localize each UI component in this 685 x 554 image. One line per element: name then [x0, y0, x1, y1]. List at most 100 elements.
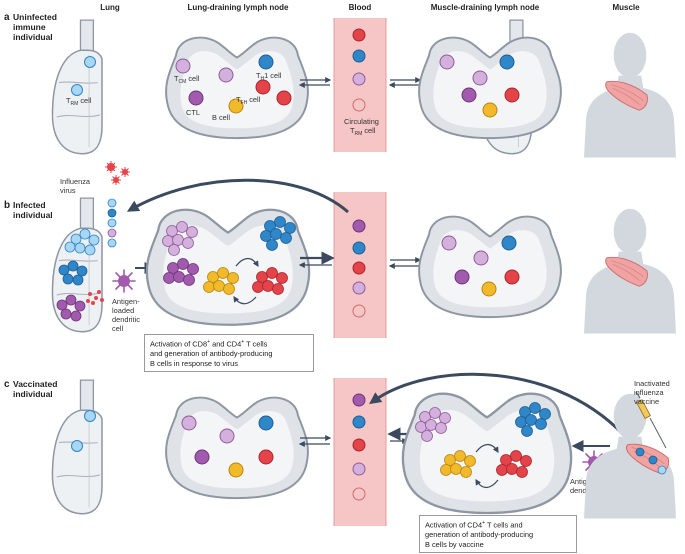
- header-muscle-lymph-node: Muscle-draining lymph node: [431, 3, 540, 12]
- mnode-cell-a1: [439, 54, 455, 70]
- th1-cell-a: [258, 54, 274, 70]
- blood-cell-b5: [352, 304, 366, 318]
- caption-c-line2: generation of antibody-producing: [425, 530, 534, 540]
- blood-cell-b1: [352, 219, 366, 233]
- muscle-vaccine-cell-1: [635, 447, 645, 457]
- blood-cell-c2: [352, 415, 366, 429]
- b-cell-a: [228, 98, 244, 114]
- caption-c-line1: Activation of CD4+ T cells and: [425, 520, 523, 530]
- mnode-cell-a5: [504, 87, 520, 103]
- circulating-label-2: TRM cell: [350, 126, 376, 137]
- panel-b-title-1: Infected: [13, 200, 46, 210]
- vaccine-label-2: influenza: [634, 388, 664, 397]
- trm-cell-c2: [71, 440, 83, 452]
- panel-c: c Vaccinated individual: [4, 372, 676, 519]
- caption-b-line1: Activation of CD8+ and CD4+ T cells: [150, 339, 268, 349]
- arrow-muscle-to-blood-c: [369, 372, 632, 443]
- panel-c-title-1: Vaccinated: [13, 379, 57, 389]
- caption-panel-c: Activation of CD4+ T cells and generatio…: [419, 515, 577, 553]
- blood-cell-c1: [352, 393, 366, 407]
- blood-cell-a1: [352, 28, 366, 42]
- dc-label-1: Antigen-: [112, 297, 140, 306]
- blood-cell-a4: [352, 98, 366, 112]
- mnode-cell-b4: [454, 269, 470, 285]
- panel-c-letter: c: [4, 379, 10, 390]
- tfh-label: TFH cell: [236, 95, 261, 106]
- circulating-label-1: Circulating: [344, 117, 379, 126]
- influenza-virus-icon: [105, 161, 130, 185]
- trm-label-a: TRM cell: [66, 96, 92, 107]
- arrow-tfh-bcell-bottom-c: [475, 478, 499, 489]
- mnode-cell-b6: [481, 281, 497, 297]
- vaccine-label-1: Inactivated: [634, 379, 670, 388]
- panel-a-letter: a: [4, 12, 10, 23]
- tfh-cell-a2: [276, 90, 292, 106]
- lnode-cell-c2: [258, 415, 274, 431]
- mnode-cell-b2: [501, 235, 517, 251]
- panel-a-title-2: immune: [13, 22, 46, 32]
- lung-cell-clusters-b: [56, 198, 117, 322]
- panel-a-title-1: Uninfected: [13, 12, 57, 22]
- lnode-cell-c5: [258, 449, 274, 465]
- panel-c-title-2: individual: [13, 389, 53, 399]
- lnode-cell-c1: [181, 415, 197, 431]
- column-headers: Lung Lung-draining lymph node Blood Musc…: [100, 3, 640, 12]
- mnode-cell-a6: [482, 102, 498, 118]
- blood-cell-c4: [352, 462, 366, 476]
- tcm-label: TCM cell: [174, 74, 200, 85]
- panel-a-title-3: individual: [13, 32, 53, 42]
- blood-cell-c5: [352, 487, 366, 501]
- arrow-bcell-tfh-top-b: [235, 257, 259, 268]
- arrow-tfh-bcell-bottom-b: [233, 296, 257, 305]
- trm-cell-a1: [84, 56, 96, 68]
- influenza-label-2: virus: [60, 186, 76, 195]
- lnode-cell-c4: [194, 449, 210, 465]
- dc-label-3: dendritic: [112, 315, 140, 324]
- th1-label: TH1 cell: [256, 71, 282, 82]
- caption-c-line3: B cells by vaccine: [425, 539, 484, 549]
- mnode-cell-a2: [499, 54, 515, 70]
- caption-panel-b: Activation of CD8+ and CD4+ T cells and …: [144, 334, 314, 372]
- panel-a: a Uninfected immune individual TRM cell …: [4, 12, 676, 158]
- blood-cell-c3: [352, 438, 366, 452]
- header-lung-lymph-node: Lung-draining lymph node: [188, 3, 289, 12]
- caption-b-line3: B cells in response to virus: [150, 358, 238, 368]
- trm-cell-c1: [84, 410, 96, 422]
- tcm-cell-a: [175, 58, 191, 74]
- lymph-node-lung-c: [165, 396, 309, 500]
- arrow-blood-to-lung-b: [126, 178, 349, 214]
- blood-cell-a3: [352, 72, 366, 86]
- dc-label-2: loaded: [112, 306, 134, 315]
- node-clusters-b: [162, 216, 296, 295]
- mnode-cell-b1: [441, 235, 457, 251]
- mnode-cell-a4: [461, 87, 477, 103]
- ctl-cell-a: [188, 90, 204, 106]
- blood-cell-b4: [352, 281, 366, 295]
- mnode-cell-b5: [504, 269, 520, 285]
- lymph-node-muscle-b: [418, 215, 562, 319]
- blood-cell-b2: [352, 241, 366, 255]
- panel-b-letter: b: [4, 200, 10, 211]
- caption-b-line2: and generation of antibody-producing: [150, 349, 273, 359]
- blood-cell-b3: [352, 261, 366, 275]
- dc-label-4: cell: [112, 324, 123, 333]
- lymph-node-muscle-a: [418, 36, 562, 140]
- b-cell-label: B cell: [212, 113, 230, 122]
- cd4-cell-a: [218, 67, 234, 83]
- header-muscle: Muscle: [612, 3, 640, 12]
- syringe-icon: [635, 391, 667, 449]
- trm-cell-a2: [71, 84, 83, 96]
- lymph-node-lung-a: [165, 36, 309, 140]
- tfh-cell-a1: [255, 79, 271, 95]
- panel-b: b Infected individual Influenza virus: [4, 161, 676, 334]
- vaccine-label-3: vaccine: [634, 397, 659, 406]
- ctl-label: CTL: [186, 108, 200, 117]
- dendritic-cell-icon-b: [112, 269, 136, 293]
- muscle-vaccine-cell-3: [657, 465, 667, 475]
- blood-cell-a2: [352, 49, 366, 63]
- node-clusters-c: [415, 402, 551, 478]
- muscle-vaccine-cell-2: [648, 455, 658, 465]
- panel-b-title-2: individual: [13, 210, 53, 220]
- influenza-label-1: Influenza: [60, 177, 91, 186]
